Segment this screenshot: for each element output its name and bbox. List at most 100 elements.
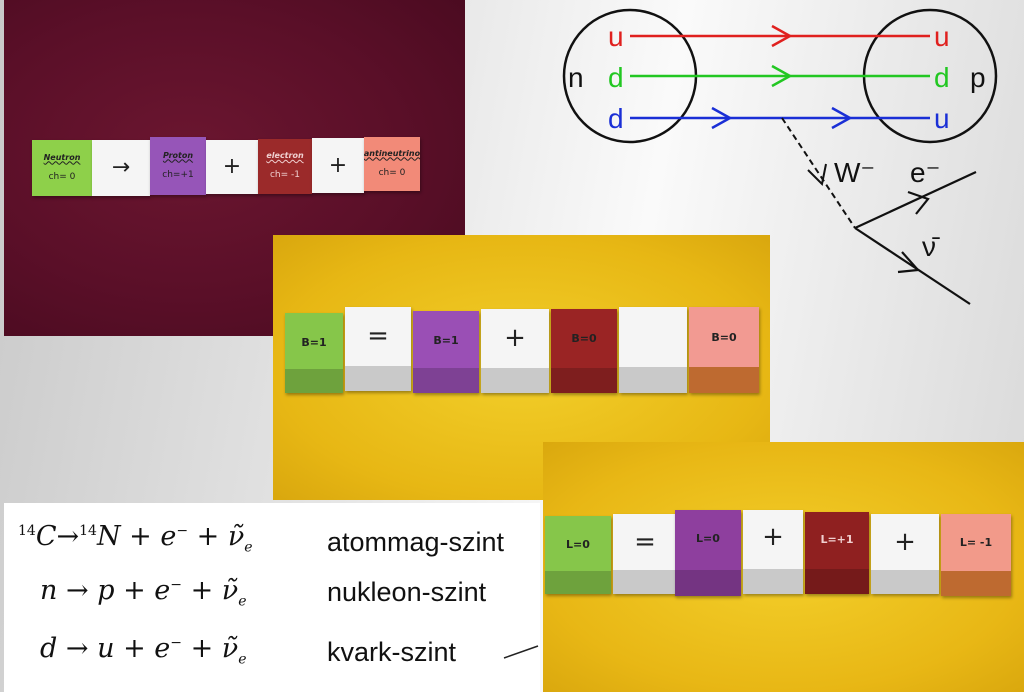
block-value: B=1 bbox=[433, 333, 459, 347]
neutron-label: n bbox=[568, 62, 584, 93]
charge-sup: − bbox=[176, 523, 189, 539]
block-symbol: = bbox=[367, 321, 389, 351]
mass-number: 14 bbox=[18, 523, 36, 539]
block-plus: + bbox=[481, 309, 549, 393]
block-equals: = bbox=[613, 514, 677, 594]
block-value: B=1 bbox=[301, 335, 327, 349]
block-lower-face bbox=[613, 570, 677, 594]
equation-arrow: → bbox=[56, 521, 80, 552]
block-plus: + bbox=[206, 140, 258, 194]
block-blank bbox=[619, 307, 687, 393]
block-lower-face bbox=[413, 368, 479, 393]
w-boson-line bbox=[781, 117, 856, 229]
photo-lepton-blocks: L=0 = L=0 + L=+1 + L= -1 bbox=[543, 442, 1024, 692]
equation-term: u bbox=[97, 633, 115, 664]
block-value: B=0 bbox=[711, 330, 737, 344]
block-value: L=+1 bbox=[820, 532, 854, 546]
block-value: ch=+1 bbox=[162, 169, 194, 180]
block-value: ch= 0 bbox=[48, 171, 76, 182]
level-label: atommag-szint bbox=[327, 527, 505, 557]
block-lepton-proton: L=0 bbox=[675, 510, 741, 596]
quark-label-left-3: d bbox=[608, 103, 624, 134]
equation-term: p bbox=[97, 575, 115, 606]
block-lower-face bbox=[345, 365, 411, 391]
equation-row-atomic: 14C→14N + e− + ν̃e atommag-szint bbox=[4, 521, 540, 571]
antineutrino-label: ν̄ bbox=[922, 231, 940, 262]
equation-term: N bbox=[96, 521, 121, 552]
flavor-sub: e bbox=[238, 651, 247, 668]
block-lepton-neutron: L=0 bbox=[545, 516, 611, 594]
equation-nucleon: n → p + e− + ν̃e bbox=[40, 575, 247, 609]
block-lower-face bbox=[545, 570, 611, 594]
block-baryon-proton: B=1 bbox=[413, 311, 479, 393]
block-lower-face bbox=[619, 367, 687, 393]
block-symbol: + bbox=[504, 323, 526, 353]
block-symbol: + bbox=[762, 522, 784, 552]
quark-arrow-u bbox=[771, 24, 793, 48]
block-value: B=0 bbox=[571, 331, 597, 345]
block-lower-face bbox=[675, 570, 741, 596]
block-label: electron bbox=[266, 151, 304, 161]
quark-arrow-d1 bbox=[771, 64, 793, 88]
block-symbol: + bbox=[894, 527, 916, 557]
block-electron: electron ch= -1 bbox=[258, 139, 312, 194]
block-plus: + bbox=[871, 514, 939, 594]
block-label: Proton bbox=[162, 150, 194, 160]
equation-term: + ν̃ bbox=[182, 633, 239, 664]
block-equals: = bbox=[345, 307, 411, 391]
block-label: antineutrino bbox=[364, 148, 420, 158]
block-value: ch= -1 bbox=[269, 170, 301, 181]
level-label: nukleon-szint bbox=[327, 577, 487, 607]
equation-row-nucleon: n → p + e− + ν̃e nukleon-szint bbox=[4, 575, 540, 625]
equation-row-quark: d → u + e− + ν̃e kvark-szint bbox=[4, 633, 540, 683]
mass-number: 14 bbox=[79, 523, 97, 539]
electron-arrow bbox=[907, 190, 930, 215]
quark-label-right-2: d bbox=[934, 62, 950, 93]
block-symbol: → bbox=[111, 155, 131, 180]
equations-panel: 14C→14N + e− + ν̃e atommag-szint n → p +… bbox=[4, 503, 540, 692]
block-value: L= -1 bbox=[959, 535, 993, 549]
charge-sup: − bbox=[170, 577, 182, 593]
block-lower-face bbox=[805, 569, 869, 594]
electron-label: e⁻ bbox=[910, 157, 940, 188]
electron-line bbox=[854, 171, 977, 229]
w-boson-label: W⁻ bbox=[834, 157, 875, 188]
block-symbol: + bbox=[222, 154, 242, 179]
charge-sup: − bbox=[170, 635, 182, 651]
equation-term: + e bbox=[114, 575, 171, 606]
block-value: ch= 0 bbox=[378, 167, 406, 178]
w-boson-arrow bbox=[807, 163, 827, 187]
block-lower-face bbox=[285, 369, 343, 393]
equation-arrow: → bbox=[57, 633, 98, 664]
level-label: kvark-szint bbox=[327, 637, 457, 667]
equation-term: + ν̃ bbox=[188, 521, 245, 552]
equation-term: + e bbox=[120, 521, 177, 552]
block-symbol: = bbox=[634, 527, 656, 557]
feynman-diagram: n p u d d u d u W⁻ e⁻ ν̄ bbox=[562, 8, 998, 305]
block-lower-face bbox=[481, 367, 549, 393]
block-lower-face bbox=[743, 568, 803, 594]
block-symbol: + bbox=[328, 152, 348, 178]
quark-arrow-d2a bbox=[711, 106, 733, 130]
equation-atomic: 14C→14N + e− + ν̃e bbox=[18, 521, 253, 555]
equation-term: d bbox=[40, 633, 58, 664]
block-lower-face bbox=[941, 571, 1011, 596]
block-value: L=0 bbox=[696, 531, 720, 545]
flavor-sub: e bbox=[244, 539, 253, 556]
photo-charge-blocks: Neutron ch= 0 → Proton ch=+1 + electron … bbox=[4, 0, 465, 336]
block-proton: Proton ch=+1 bbox=[150, 137, 206, 195]
quark-arrow-d2b bbox=[831, 106, 853, 130]
equation-term: + ν̃ bbox=[182, 575, 239, 606]
proton-label: p bbox=[970, 62, 986, 93]
equation-term: + e bbox=[114, 633, 171, 664]
block-baryon-neutron: B=1 bbox=[285, 313, 343, 393]
block-lower-face bbox=[871, 570, 939, 594]
block-neutron: Neutron ch= 0 bbox=[32, 140, 92, 196]
equation-term: n bbox=[40, 575, 58, 606]
block-baryon-antineutrino: B=0 bbox=[689, 307, 759, 393]
block-value: L=0 bbox=[566, 537, 590, 551]
block-antineutrino: antineutrino ch= 0 bbox=[364, 137, 420, 191]
antineutrino-arrow bbox=[897, 251, 921, 274]
block-label: Neutron bbox=[43, 152, 81, 162]
equation-arrow: → bbox=[57, 575, 98, 606]
